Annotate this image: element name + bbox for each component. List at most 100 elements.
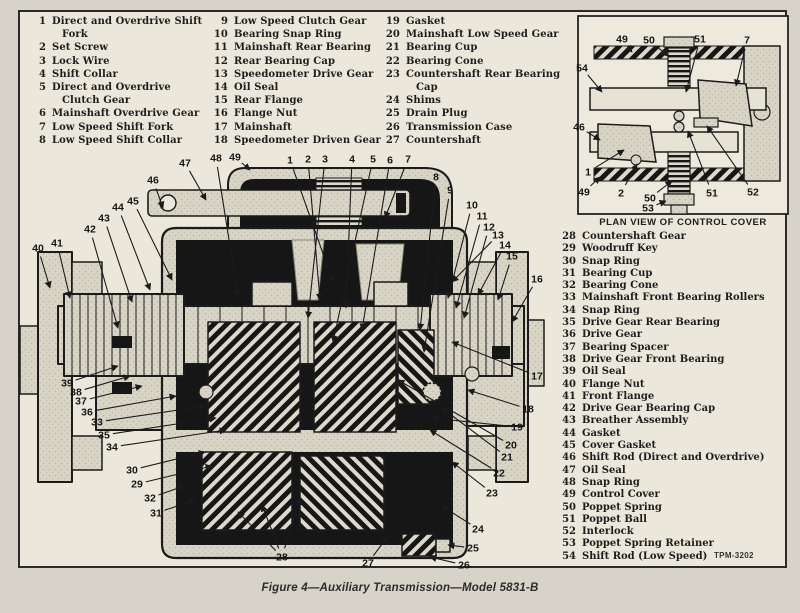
parts-list-item: 22 Bearing Cone (382, 55, 568, 68)
plan-view-inset (577, 15, 789, 215)
part-label: Rear Flange (234, 95, 304, 107)
part-number: 17 (213, 121, 228, 133)
callout-number: 9 (447, 185, 453, 197)
callout-number: 40 (32, 243, 44, 255)
callout-leader (684, 47, 699, 93)
shift-rod-hole (159, 194, 177, 212)
callout-leader (260, 504, 280, 549)
poppet-spring-top (667, 47, 691, 87)
parts-list-item: 33 Mainshaft Front Bearing Rollers (558, 292, 790, 304)
parts-list-item: 1 Direct and Overdrive Shift Fork (28, 15, 212, 41)
callout-number: 5 (370, 154, 376, 166)
callout-number: 20 (505, 440, 517, 452)
callout-number: 1 (287, 155, 293, 167)
poppet-spring-bottom (667, 151, 691, 195)
callout-number: 11 (476, 211, 487, 223)
figure-caption: Figure 4—Auxiliary Transmission—Model 58… (261, 582, 539, 594)
part-label: Oil Seal (582, 366, 626, 378)
part-number: 1 (38, 16, 46, 27)
part-number: 12 (213, 55, 228, 67)
oil-seal (112, 382, 132, 394)
callout-number: 26 (458, 560, 470, 572)
callout-leader (120, 427, 227, 447)
part-number: 19 (385, 16, 400, 27)
mainshaft-low-speed-gear (313, 321, 397, 433)
parts-list-item: 53 Poppet Spring Retainer (558, 538, 790, 550)
shift-rod (147, 189, 411, 217)
callout-leader (58, 251, 72, 299)
rod-clip (396, 193, 406, 213)
callout-leader (237, 511, 277, 551)
part-number: 22 (385, 55, 400, 67)
part-number: 53 (562, 538, 576, 550)
part-label: Poppet Spring Retainer (582, 538, 714, 550)
part-label: Mainshaft (234, 121, 292, 133)
input-shaft-splines (63, 293, 185, 377)
callout-leader (686, 130, 710, 185)
part-number: 33 (562, 292, 576, 304)
callout-leader (447, 542, 465, 550)
callout-leader (421, 198, 450, 353)
callout-leader (397, 379, 504, 441)
poppet-spring-retainer (663, 193, 695, 206)
callout-leader (305, 167, 325, 319)
callout-leader (511, 286, 533, 323)
callout-number: 28 (276, 552, 288, 564)
part-number: 26 (385, 121, 400, 133)
callout-leader (75, 364, 119, 381)
part-label: Direct and Overdrive Shift Fork (52, 16, 203, 41)
callout-number: 7 (405, 154, 411, 166)
part-label: Bearing Cup (406, 42, 478, 54)
callout-number: 22 (493, 468, 505, 480)
callout-leader (164, 498, 197, 511)
callout-leader (145, 464, 213, 483)
set-screw (630, 154, 642, 166)
part-number: 27 (385, 134, 400, 146)
part-number: 35 (562, 317, 576, 329)
part-number: 52 (562, 526, 576, 538)
callout-leader (586, 131, 601, 141)
part-number: 16 (213, 108, 228, 120)
callout-leader (216, 166, 241, 297)
callout-number: 10 (466, 200, 478, 212)
callout-leader (467, 388, 520, 407)
part-number: 5 (38, 82, 46, 94)
callout-number: 47 (179, 158, 191, 170)
part-label: Oil Seal (234, 82, 279, 94)
callout-leader (706, 125, 749, 185)
part-label: Countershaft Rear Bearing Cap (406, 68, 561, 94)
part-number: 51 (562, 513, 576, 525)
part-label: Bearing Cup (582, 267, 653, 279)
callout-number: 24 (472, 524, 484, 536)
part-label: Front Flange (582, 390, 655, 402)
callout-number: 41 (51, 238, 63, 250)
part-label: Bearing Cone (406, 55, 484, 67)
part-label: Poppet Ball (582, 513, 647, 525)
countershaft-gear (299, 455, 385, 531)
callout-number: 6 (387, 155, 393, 167)
callout-leader (624, 163, 638, 186)
part-number: 6 (38, 108, 46, 120)
part-label: Bearing Snap Ring (234, 29, 342, 41)
callout-number: 46 (147, 175, 159, 187)
callout-number: 49 (229, 152, 241, 164)
part-label: Transmission Case (406, 121, 513, 133)
callout-number: 37 (75, 396, 87, 408)
part-label: Mainshaft Front Bearing Rollers (582, 292, 765, 304)
callout-leader (372, 535, 389, 557)
callout-leader (384, 167, 406, 219)
